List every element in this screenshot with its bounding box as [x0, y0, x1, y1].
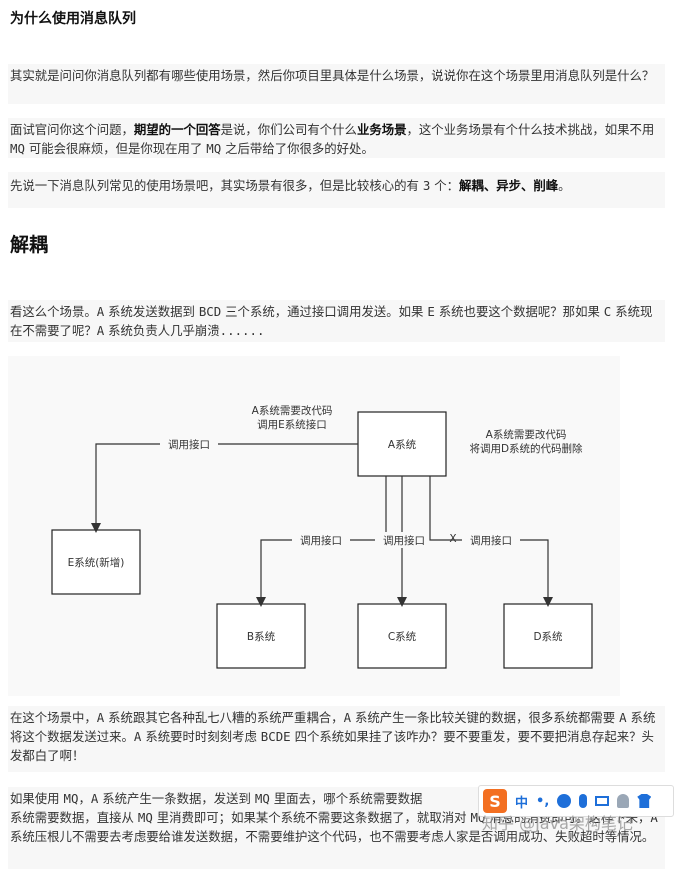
emoji-icon[interactable]: [557, 794, 572, 808]
code-a: A: [90, 791, 99, 806]
code-bcde: BCDE: [260, 729, 291, 744]
text-run: 系统现在不需要了呢？: [10, 304, 653, 338]
text-run: 是说，你们公司有个什么: [220, 122, 357, 137]
text-run: ，: [78, 791, 91, 806]
edge-b-label-bg: [292, 532, 350, 548]
text-run: 系统也要这个数据呢？那如果: [434, 304, 604, 319]
keyboard-icon[interactable]: [595, 796, 610, 806]
note-left-line2: 调用E系统接口: [257, 418, 327, 431]
bold-decoupling: 解耦: [459, 178, 484, 193]
code-a: A: [96, 304, 105, 319]
sogou-logo-icon[interactable]: S: [483, 789, 507, 813]
edge-a-to-e: [91, 443, 358, 533]
code-a: A: [343, 710, 352, 725]
edge-e-label-bg: [160, 436, 218, 452]
text-run: 在这个场景中，: [10, 710, 97, 725]
ime-punctuation-toggle[interactable]: •,: [536, 793, 550, 809]
scenarios-paragraph: 先说一下消息队列常见的使用场景吧，其实场景有很多，但是比较核心的有 3 个：解耦…: [8, 172, 665, 208]
diagram-margin: [620, 356, 665, 696]
edge-d-label-bg: [462, 532, 520, 548]
text-run: 系统产生一条比较关键的数据，很多系统都需要: [351, 710, 620, 725]
text-run: 系统压根儿不需要去考虑要给谁发送数据，不需要维护这个代码，也不需要考虑人家是否调…: [10, 829, 655, 844]
box-e-label: E系统(新增): [68, 556, 125, 569]
box-c-system: [357, 603, 447, 669]
intro-paragraph: 其实就是问问你消息队列都有哪些使用场景，然后你项目里具体是什么场景，说说你在这个…: [8, 64, 665, 104]
text-run: 四个系统如果挂了该咋办？要不要重发，要不要把消息存起来？头发都白了啊！: [10, 729, 654, 763]
text-run: 面试官问你这个问题，: [10, 122, 134, 137]
edge-b-label: 调用接口: [300, 534, 342, 547]
code-number: 3: [422, 178, 431, 193]
section-heading-decoupling: 解耦: [10, 234, 49, 256]
text-run: 里消费即可；如果某个系统不需要这条数据了，就取消对: [152, 810, 471, 825]
text-run: 系统跟其它各种乱七八糟的系统严重耦合，: [104, 710, 344, 725]
code-a: A: [133, 729, 142, 744]
bold-expected-answer: 期望的一个回答: [133, 122, 221, 137]
code-mq: MQ: [63, 791, 79, 806]
bold-peak-shaving: 削峰: [533, 178, 559, 193]
code-a: A: [619, 710, 627, 725]
text-run: 个：: [430, 178, 460, 193]
edge-e-label: 调用接口: [168, 438, 210, 451]
code-a: A: [650, 810, 658, 825]
code-e: E: [427, 304, 435, 319]
code-a: A: [96, 710, 105, 725]
code-c: C: [603, 304, 612, 319]
box-b-label: B系统: [247, 630, 276, 643]
text-run: 看这么个场景。: [10, 304, 97, 319]
text-run: 系统负责人几乎崩溃: [104, 323, 220, 338]
edge-d-label: 调用接口: [470, 534, 512, 547]
box-e-system: [51, 529, 141, 595]
separator: 、: [483, 178, 497, 193]
box-d-system: [503, 603, 593, 669]
text-run: 系统产生一条数据，发送到: [98, 791, 255, 806]
bold-async: 异步: [496, 178, 521, 193]
code-mq: MQ: [206, 141, 222, 156]
text-run: 系统将这个数据发送过来。: [10, 710, 656, 744]
diagram-svg: A系统 E系统(新增) B系统 C系统 D系统 A系统需要改代码 调用E系统接口…: [51, 356, 665, 696]
user-icon[interactable]: [617, 794, 630, 808]
box-d-label: D系统: [533, 630, 563, 643]
skin-icon[interactable]: [637, 794, 652, 808]
zhihu-watermark: 知乎 @Java架构笔记: [482, 814, 633, 833]
text-run: ，这个业务场景有个什么技术挑战，如果不用: [406, 122, 655, 137]
scenario-paragraph: 看这么个场景。A 系统发送数据到 BCD 三个系统，通过接口调用发送。如果 E …: [8, 300, 665, 342]
text-run: 里面去，哪个系统需要数据: [269, 791, 423, 806]
box-b-system: [216, 603, 306, 669]
ime-language-toggle[interactable]: 中: [515, 795, 529, 811]
cut-mark: X: [449, 533, 456, 545]
code-mq: MQ: [10, 141, 25, 156]
text-run: 系统要时时刻刻考虑: [141, 729, 261, 744]
coupling-paragraph: 在这个场景中，A 系统跟其它各种乱七八糟的系统严重耦合，A 系统产生一条比较关键…: [8, 706, 665, 772]
ime-toolbar[interactable]: S 中 •,: [478, 785, 674, 817]
bold-business-scenario: 业务场景: [356, 122, 407, 137]
box-a-system: [357, 411, 447, 477]
text-run: 。: [558, 178, 571, 193]
text-run: 如果使用: [10, 791, 64, 806]
coupling-diagram: A系统 E系统(新增) B系统 C系统 D系统 A系统需要改代码 调用E系统接口…: [8, 356, 665, 696]
text-run: 三个系统，通过接口调用发送。如果: [221, 304, 428, 319]
intro-text: 其实就是问问你消息队列都有哪些使用场景，然后你项目里具体是什么场景，说说你在这个…: [10, 68, 655, 83]
code-a: A: [96, 323, 105, 338]
note-left-line1: A系统需要改代码: [252, 404, 333, 417]
code-mq: MQ: [137, 810, 153, 825]
code-mq: MQ: [254, 791, 270, 806]
code-bcd: BCD: [198, 304, 222, 319]
note-right-line2: 将调用D系统的代码删除: [469, 442, 583, 455]
text-run: 之后带给了你很多的好处。: [221, 141, 374, 156]
microphone-icon[interactable]: [579, 794, 588, 808]
edge-c-label: 调用接口: [383, 534, 425, 547]
box-c-label: C系统: [388, 630, 417, 643]
note-right-line1: A系统需要改代码: [486, 428, 567, 441]
text-run: 系统发送数据到: [104, 304, 199, 319]
section-heading-why-mq: 为什么使用消息队列: [10, 11, 136, 27]
code-ellipsis: ......: [219, 323, 265, 338]
edge-c-label-bg: [375, 532, 433, 548]
text-run: 可能会很麻烦，但是你现在用了: [24, 141, 207, 156]
text-run: 系统需要数据，直接从: [10, 810, 138, 825]
box-a-label: A系统: [388, 438, 417, 451]
text-run: 先说一下消息队列常见的使用场景吧，其实场景有很多，但是比较核心的有: [10, 178, 423, 193]
interviewer-paragraph: 面试官问你这个问题，期望的一个回答是说，你们公司有个什么业务场景，这个业务场景有…: [8, 118, 665, 158]
separator: 、: [521, 178, 534, 193]
